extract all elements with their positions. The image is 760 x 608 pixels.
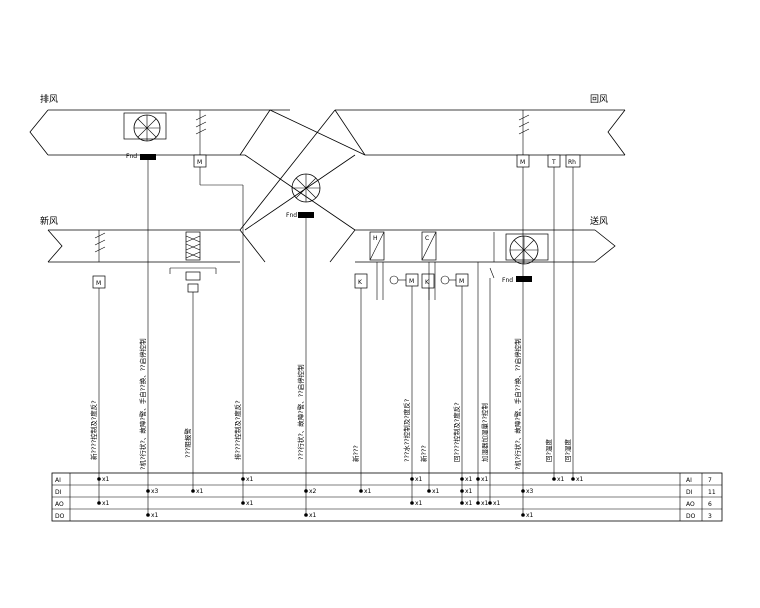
humidity-sensor: Rh [568, 159, 576, 166]
bus-row-total: 6 [708, 501, 712, 508]
signal-label: 加湿器加湿量??控制 [480, 403, 489, 462]
label-supply: 送风 [590, 215, 608, 227]
signal-label: 新????控制及?度反? [89, 400, 98, 460]
bus-count: x1 [493, 500, 501, 507]
bus-count: x1 [576, 476, 584, 483]
supply-fan-tag: Fnd [502, 277, 513, 284]
signal-label: 新??? [351, 445, 360, 462]
label-fresh: 新风 [40, 215, 58, 227]
signal-label: ???水??控制及?度反? [402, 399, 411, 462]
dampers [94, 110, 530, 262]
bus-count: x1 [557, 476, 565, 483]
signal-label: 排????控制及?度反? [233, 400, 242, 460]
exhaust-fan-tag: Fnd [126, 153, 137, 160]
freeze-protection-2: K [425, 279, 430, 286]
bus-di-points: x3 x1 x2 x1 x1 x1 x3 [146, 488, 534, 495]
device-boxes: M M T Rh M K K M M [92, 154, 581, 289]
heat-wheel: Fnd [286, 173, 321, 219]
bus-row-name-right: DO [686, 513, 696, 520]
heating-coil-letter: H [373, 235, 378, 242]
valve-actuator-2: M [459, 278, 464, 285]
bus-ao-points: x1 x1 x1 x1 x1 x1 [97, 500, 501, 507]
bus-row-name: AI [55, 477, 61, 484]
supply-fan: Fnd [502, 233, 549, 284]
humidifier [489, 232, 495, 279]
bus-row-total: 3 [708, 513, 712, 520]
valve-actuator-1: M [409, 278, 414, 285]
bus-count: x1 [246, 500, 254, 507]
bus-count: x1 [415, 476, 423, 483]
heat-recovery-cross [239, 109, 366, 263]
bus-count: x1 [481, 476, 489, 483]
bus-count: x3 [526, 488, 534, 495]
bus-row-name: DI [55, 489, 62, 496]
upper-duct [29, 109, 626, 156]
bus-row-name-right: DI [686, 489, 693, 496]
signal-lines [98, 160, 574, 514]
label-exhaust: 排风 [40, 93, 58, 105]
bus-count: x1 [196, 488, 204, 495]
label-return: 回风 [590, 94, 608, 105]
filter [169, 231, 217, 293]
bus-row-name-right: AO [686, 501, 695, 508]
bus-count: x1 [309, 512, 317, 519]
bus-count: x1 [246, 476, 254, 483]
bus-row-name-right: AI [686, 477, 692, 484]
exhaust-fan: Fnd [123, 112, 167, 160]
coils: H C [369, 231, 437, 261]
bus-count: x1 [465, 476, 473, 483]
signal-label: 回????控制及?度反? [452, 402, 461, 462]
damper-actuator-exhaust: M [197, 159, 202, 166]
signal-label-group: 新????控制及?度反? ?机?行状?、故障?警、手自??换、??启停控制 ??… [89, 338, 572, 470]
freeze-protection-1: K [358, 279, 363, 286]
bus-count: x3 [151, 488, 159, 495]
bus-count: x1 [432, 488, 440, 495]
bus-row-total: 11 [708, 489, 716, 496]
bus-count: x2 [309, 488, 317, 495]
bus-count: x1 [364, 488, 372, 495]
signal-label: 回?温度 [544, 439, 553, 462]
bus-count: x1 [151, 512, 159, 519]
signal-label: ???行状?、故障?警、??启停控制 [296, 364, 305, 460]
valves [376, 262, 456, 300]
bus-count: x1 [481, 500, 489, 507]
bus-do-points: x1 x1 x1 [146, 512, 534, 519]
cooling-coil-letter: C [425, 235, 429, 242]
io-bus-table: AI DI AO DO AI DI AO DO 7 11 6 3 [51, 472, 723, 522]
signal-label: ?机?行状?、故障?警、手自??换、??启停控制 [138, 338, 147, 470]
bus-count: x1 [465, 488, 473, 495]
signal-label: 新??? [419, 445, 428, 462]
damper-actuator-return: M [520, 159, 525, 166]
bus-count: x1 [465, 500, 473, 507]
temperature-sensor: T [551, 159, 556, 166]
signal-label: ???阻报警 [183, 428, 192, 458]
bus-count: x1 [102, 476, 110, 483]
bus-row-name: AO [55, 501, 64, 508]
signal-label: 回?湿度 [563, 439, 572, 462]
wheel-tag: Fnd [286, 212, 297, 219]
damper-actuator-fresh: M [96, 280, 101, 287]
signal-label: ?机?行状?、故障?警、手自??换、??启停控制 [513, 338, 522, 470]
bus-count: x1 [526, 512, 534, 519]
bus-row-name: DO [55, 513, 65, 520]
lower-duct [47, 229, 616, 263]
bus-ai-points: x1 x1 x1 x1 x1 x1 x1 [97, 476, 584, 483]
bus-row-total: 7 [708, 477, 712, 484]
bus-count: x1 [102, 500, 110, 507]
bus-count: x1 [415, 500, 423, 507]
